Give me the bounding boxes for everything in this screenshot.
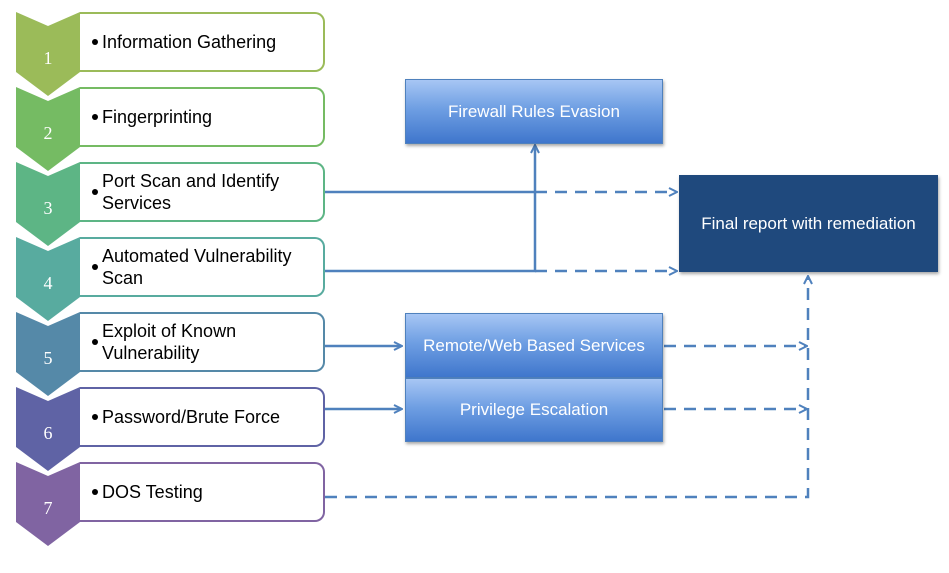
- step-box-5: Exploit of Known Vulnerability: [80, 312, 325, 372]
- step-chevron-3: [16, 162, 80, 246]
- step-chevron-2: [16, 87, 80, 171]
- step-label: Password/Brute Force: [102, 407, 281, 427]
- step-label: Fingerprinting: [102, 107, 213, 127]
- final-report-box: Final report with remediation: [679, 175, 938, 272]
- connector-step4-firewall: [325, 192, 537, 273]
- connectors: [325, 146, 808, 499]
- firewall-rules-evasion-box: Firewall Rules Evasion: [405, 79, 663, 144]
- step-chevron-1: [16, 12, 80, 96]
- bullet-icon: [92, 39, 98, 45]
- step-label: DOS Testing: [102, 482, 203, 502]
- step-number-2: 2: [43, 123, 53, 143]
- step-number-7: 7: [43, 498, 53, 518]
- connector-step7-collector: [325, 277, 808, 499]
- step-chevrons: [16, 12, 80, 546]
- bullet-icon: [92, 114, 98, 120]
- step-number-3: 3: [43, 198, 53, 218]
- connector-step3-firewall: [325, 146, 535, 194]
- step-chevron-6: [16, 387, 80, 471]
- step-box-3: Port Scan and Identify Services: [80, 162, 325, 222]
- bullet-icon: [92, 339, 98, 345]
- step-label: Port Scan and Identify Services: [102, 171, 280, 213]
- bullet-icon: [92, 414, 98, 420]
- step-chevron-4: [16, 237, 80, 321]
- bullet-icon: [92, 489, 98, 495]
- step-chevron-5: [16, 312, 80, 396]
- step-number-4: 4: [43, 273, 53, 293]
- step-label: Exploit of Known Vulnerability: [102, 321, 237, 363]
- step-label: Automated Vulnerability Scan: [102, 246, 292, 288]
- remote-web-services-box: Remote/Web Based Services: [405, 313, 663, 378]
- step-chevron-7: [16, 462, 80, 546]
- step-label: Information Gathering: [102, 32, 277, 52]
- step-box-4: Automated Vulnerability Scan: [80, 237, 325, 297]
- bullet-icon: [92, 189, 98, 195]
- step-number-6: 6: [43, 423, 53, 443]
- step-number-1: 1: [43, 48, 53, 68]
- step-box-6: Password/Brute Force: [80, 387, 325, 447]
- step-box-2: Fingerprinting: [80, 87, 325, 147]
- step-number-5: 5: [43, 348, 53, 368]
- bullet-icon: [92, 264, 98, 270]
- step-box-1: Information Gathering: [80, 12, 325, 72]
- step-box-7: DOS Testing: [80, 462, 325, 522]
- privilege-escalation-box: Privilege Escalation: [405, 378, 663, 442]
